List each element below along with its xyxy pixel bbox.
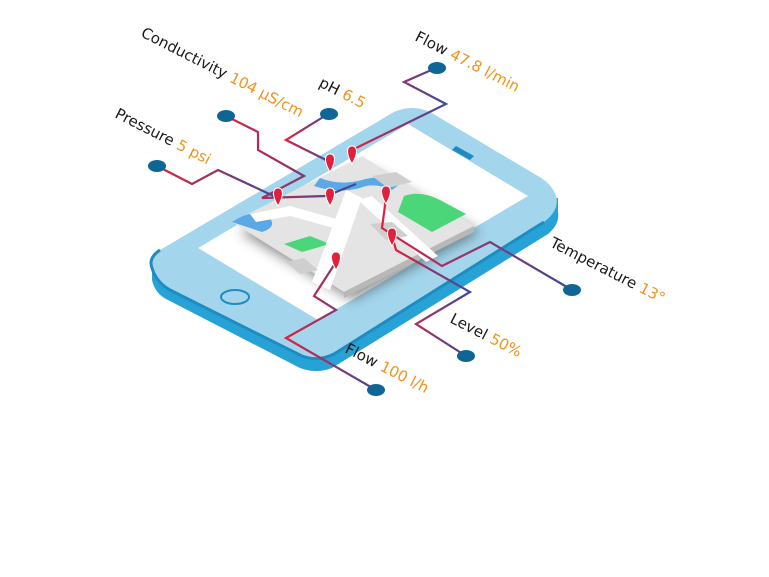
endpoint-conductivity[interactable] bbox=[217, 110, 235, 122]
map-base bbox=[232, 156, 474, 292]
endpoint-ph[interactable] bbox=[320, 108, 338, 120]
wire-ph bbox=[283, 113, 331, 163]
wire-flow-top bbox=[351, 66, 449, 151]
map-park-small bbox=[284, 236, 330, 252]
map-road-main bbox=[312, 190, 362, 290]
sensor-label-conductivity: Conductivity104 µS/cm bbox=[138, 24, 306, 122]
map-pin-icon[interactable] bbox=[347, 145, 357, 165]
home-button[interactable] bbox=[220, 289, 250, 305]
sensor-label-ph: pH6.5 bbox=[316, 74, 368, 113]
sensor-label-temperature: Temperature13° bbox=[546, 233, 668, 307]
map-tile bbox=[232, 156, 480, 300]
map-pin-icon[interactable] bbox=[273, 187, 283, 207]
speaker-slot bbox=[452, 146, 474, 160]
endpoint-flow-top[interactable] bbox=[428, 62, 446, 74]
endpoint-level[interactable] bbox=[457, 350, 475, 362]
map-pin-icon[interactable] bbox=[387, 227, 397, 247]
map-pin-icon[interactable] bbox=[331, 251, 341, 271]
map-block-1 bbox=[372, 172, 412, 188]
wire-level bbox=[390, 235, 473, 357]
endpoint-pressure[interactable] bbox=[148, 160, 166, 172]
map-pin-icon[interactable] bbox=[325, 153, 335, 173]
map-river bbox=[314, 177, 400, 191]
map-pin-icon[interactable] bbox=[381, 185, 391, 205]
sensor-label-pressure: Pressure5 psi bbox=[112, 105, 214, 169]
wire-pressure bbox=[156, 165, 279, 199]
endpoint-temperature[interactable] bbox=[563, 284, 581, 296]
map-pin-icon[interactable] bbox=[325, 187, 335, 207]
wire-flow-bottom bbox=[283, 261, 377, 391]
map-park-large bbox=[398, 193, 466, 232]
sensor-endpoints bbox=[148, 62, 581, 396]
map-block-3 bbox=[286, 258, 318, 274]
map-road-diag bbox=[250, 206, 340, 228]
sensor-label-flow-top: Flow47.8 l/min bbox=[412, 28, 523, 96]
endpoint-flow-bottom[interactable] bbox=[367, 384, 385, 396]
map-pins bbox=[273, 145, 397, 271]
wire-temperature bbox=[380, 197, 573, 291]
sensor-label-flow-bottom: Flow100 l/h bbox=[342, 340, 432, 398]
map-side bbox=[344, 226, 474, 298]
